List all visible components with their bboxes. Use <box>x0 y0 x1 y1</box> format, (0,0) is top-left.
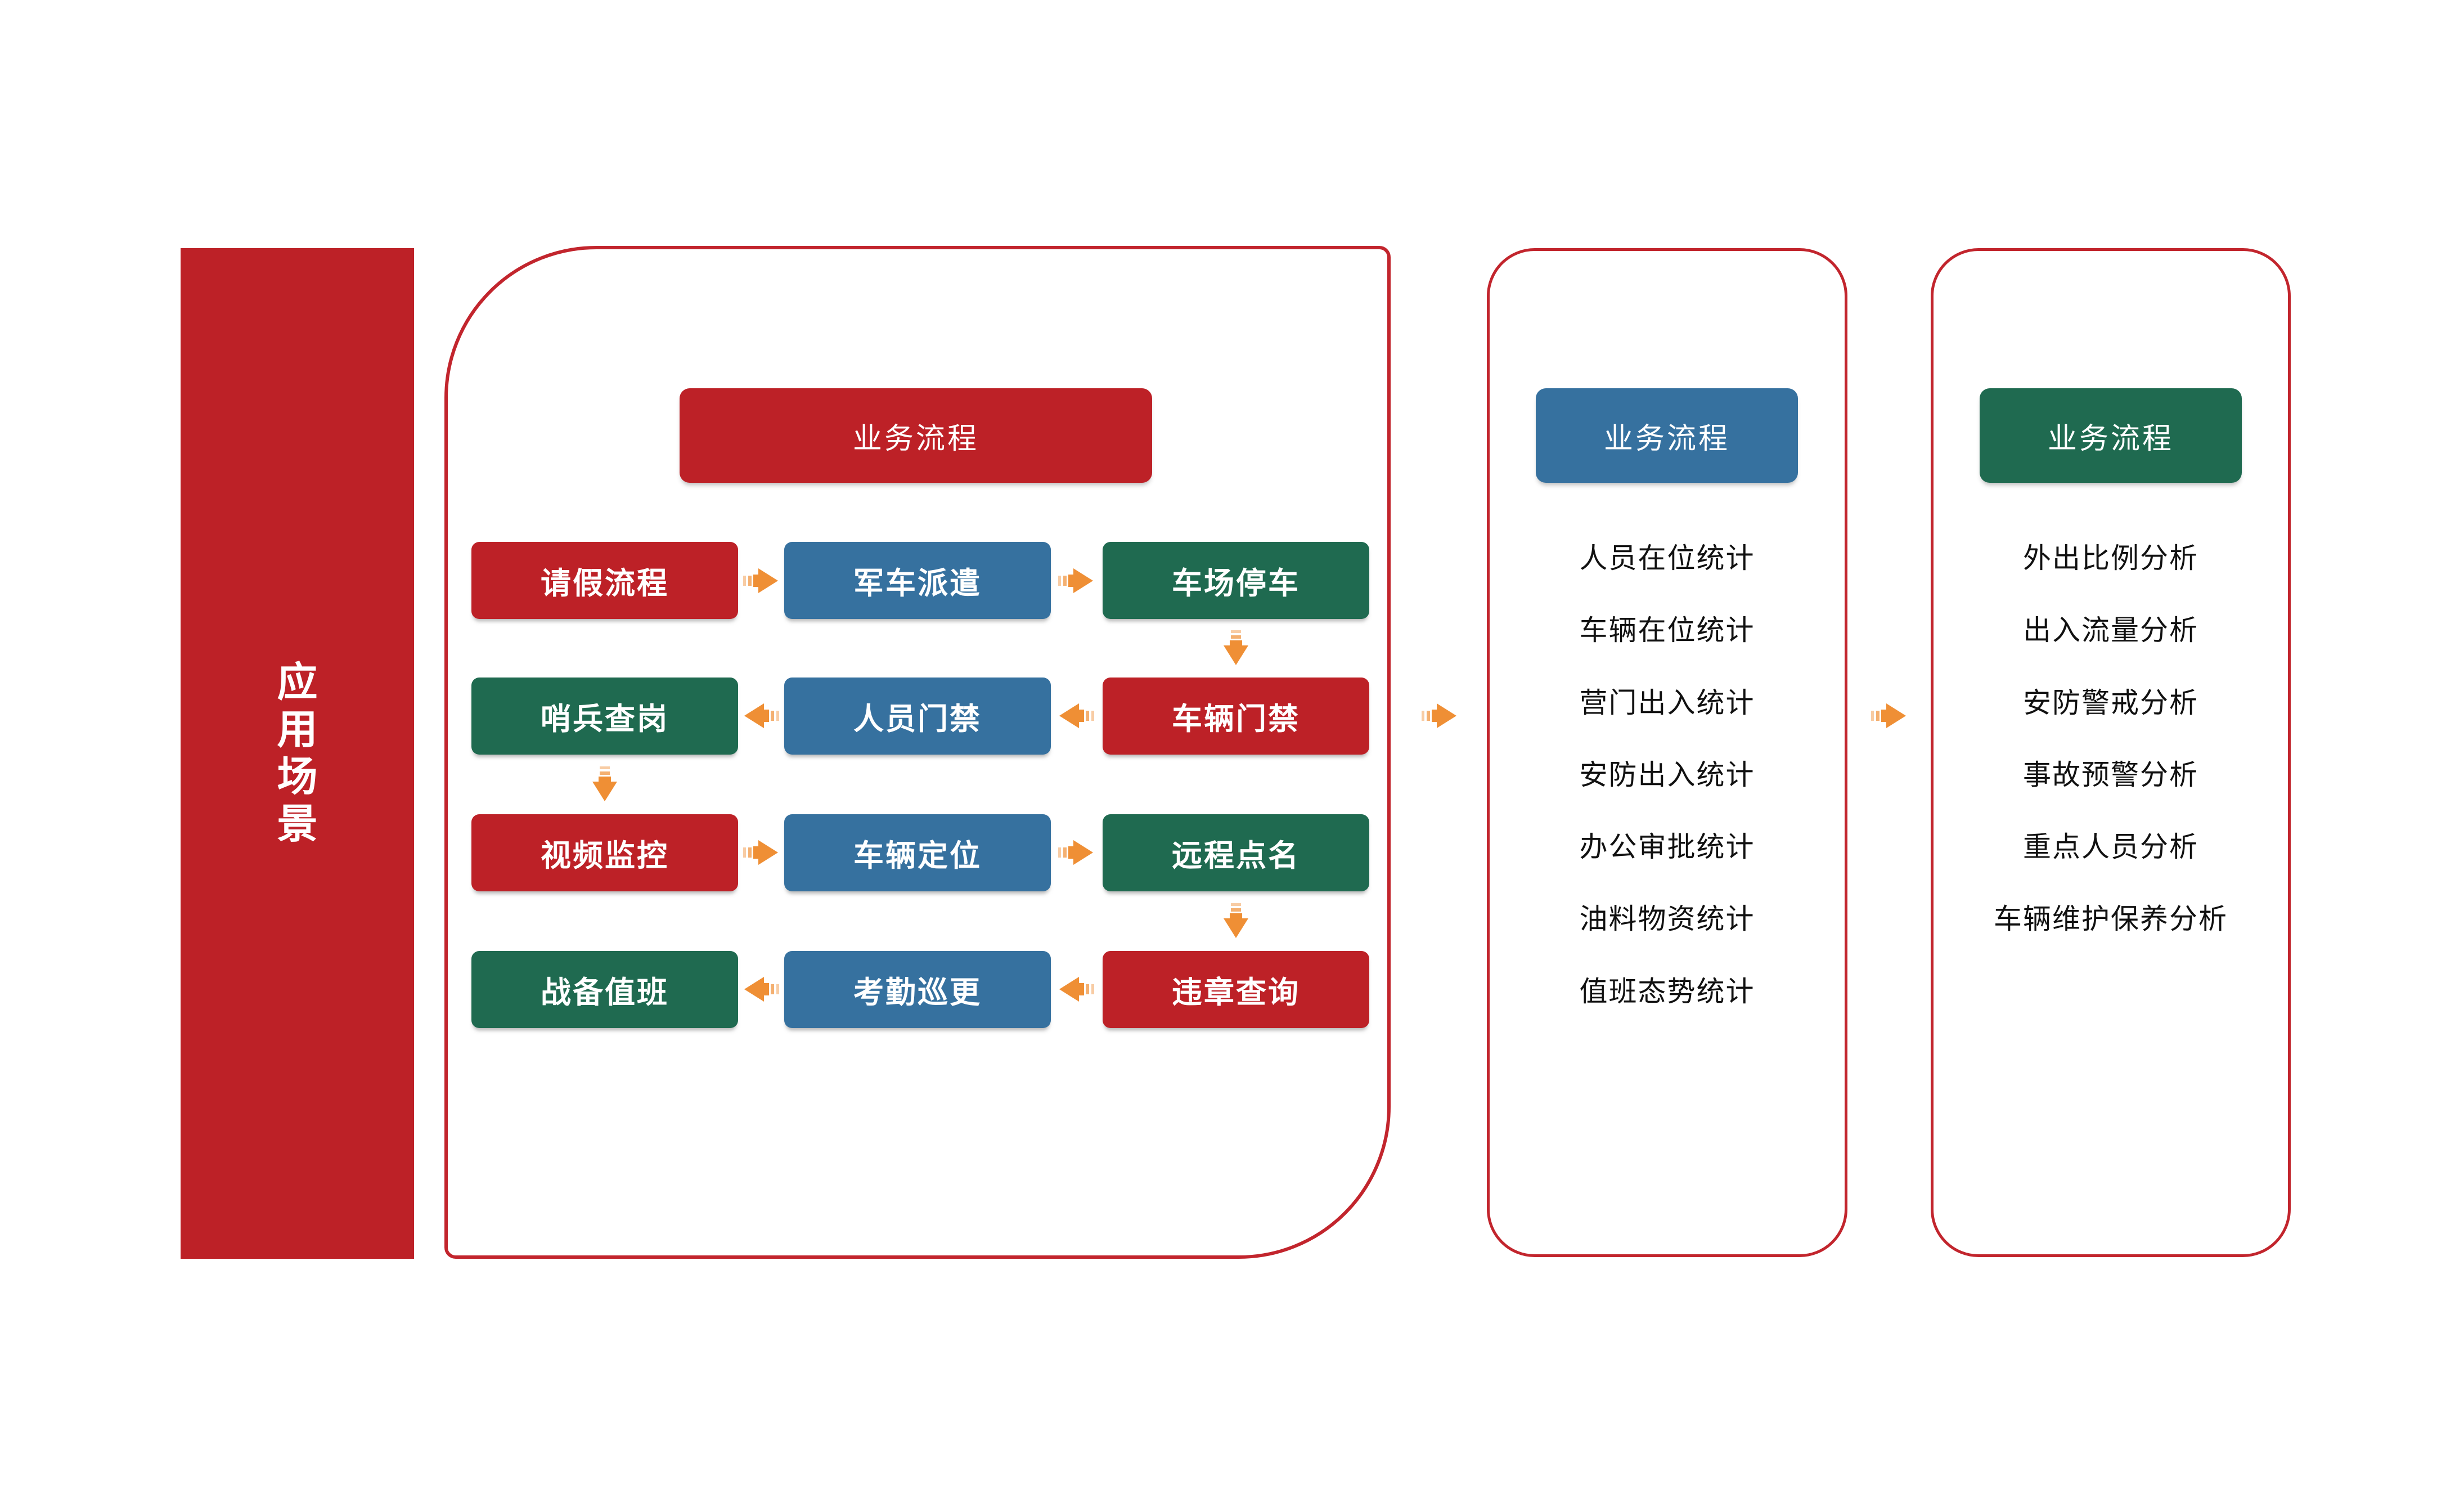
flow-box-video-surveillance: 视频监控 <box>471 814 738 891</box>
flow-box-personnel-access-control: 人员门禁 <box>784 678 1051 755</box>
flow-box-remote-roll-call: 远程点名 <box>1103 814 1369 891</box>
flow-box-sentry-inspection: 哨兵查岗 <box>471 678 738 755</box>
arrow-down-icon <box>1222 903 1249 939</box>
list-item-personnel-presence-stats: 人员在位统计 <box>1579 542 1755 574</box>
business-process-header: 业务流程 <box>680 388 1152 483</box>
arrow-down-icon <box>591 766 618 802</box>
list-item-vehicle-presence-stats: 车辆在位统计 <box>1579 614 1755 646</box>
flow-box-parking: 车场停车 <box>1103 542 1369 619</box>
list-item-outing-ratio-analysis: 外出比例分析 <box>2023 542 2198 574</box>
arrow-left-icon <box>1058 702 1094 729</box>
arrow-left-icon <box>743 976 779 1003</box>
arrow-down-icon <box>1222 630 1249 666</box>
list-item-office-approval-stats: 办公审批统计 <box>1579 831 1755 863</box>
flow-box-leave-request: 请假流程 <box>471 542 738 619</box>
statistics-panel-header: 业务流程 <box>1536 388 1798 483</box>
list-item-duty-situation-stats: 值班态势统计 <box>1579 976 1755 1007</box>
application-scenarios-bar: 应 用 场 景 <box>181 248 414 1259</box>
arrow-right-icon <box>743 567 779 594</box>
analysis-panel-header: 业务流程 <box>1980 388 2242 483</box>
flow-box-violation-query: 违章查询 <box>1103 951 1369 1028</box>
list-item-security-alert-analysis: 安防警戒分析 <box>2023 687 2198 719</box>
scene-bar-char: 场 <box>277 755 318 800</box>
arrow-right-icon <box>1422 702 1458 729</box>
arrow-left-icon <box>1058 976 1094 1003</box>
arrow-left-icon <box>743 702 779 729</box>
scene-bar-char: 景 <box>277 802 318 847</box>
list-item-fuel-material-stats: 油料物资统计 <box>1579 903 1755 935</box>
scene-bar-char: 应 <box>277 660 318 705</box>
flow-box-military-vehicle-dispatch: 军车派遣 <box>784 542 1051 619</box>
list-item-vehicle-maintenance-analysis: 车辆维护保养分析 <box>1994 903 2228 935</box>
list-item-entry-exit-flow-analysis: 出入流量分析 <box>2023 614 2198 646</box>
arrow-right-icon <box>1871 702 1907 729</box>
arrow-right-icon <box>1058 567 1094 594</box>
list-item-camp-gate-entry-exit-stats: 营门出入统计 <box>1579 687 1755 719</box>
flow-box-combat-readiness-duty: 战备值班 <box>471 951 738 1028</box>
flow-box-attendance-patrol: 考勤巡更 <box>784 951 1051 1028</box>
list-item-accident-warning-analysis: 事故预警分析 <box>2023 759 2198 791</box>
list-item-key-personnel-analysis: 重点人员分析 <box>2023 831 2198 863</box>
scene-bar-char: 用 <box>277 707 318 752</box>
arrow-right-icon <box>743 839 779 866</box>
flow-box-vehicle-access-control: 车辆门禁 <box>1103 678 1369 755</box>
flow-box-vehicle-positioning: 车辆定位 <box>784 814 1051 891</box>
list-item-security-entry-exit-stats: 安防出入统计 <box>1579 759 1755 791</box>
arrow-right-icon <box>1058 839 1094 866</box>
